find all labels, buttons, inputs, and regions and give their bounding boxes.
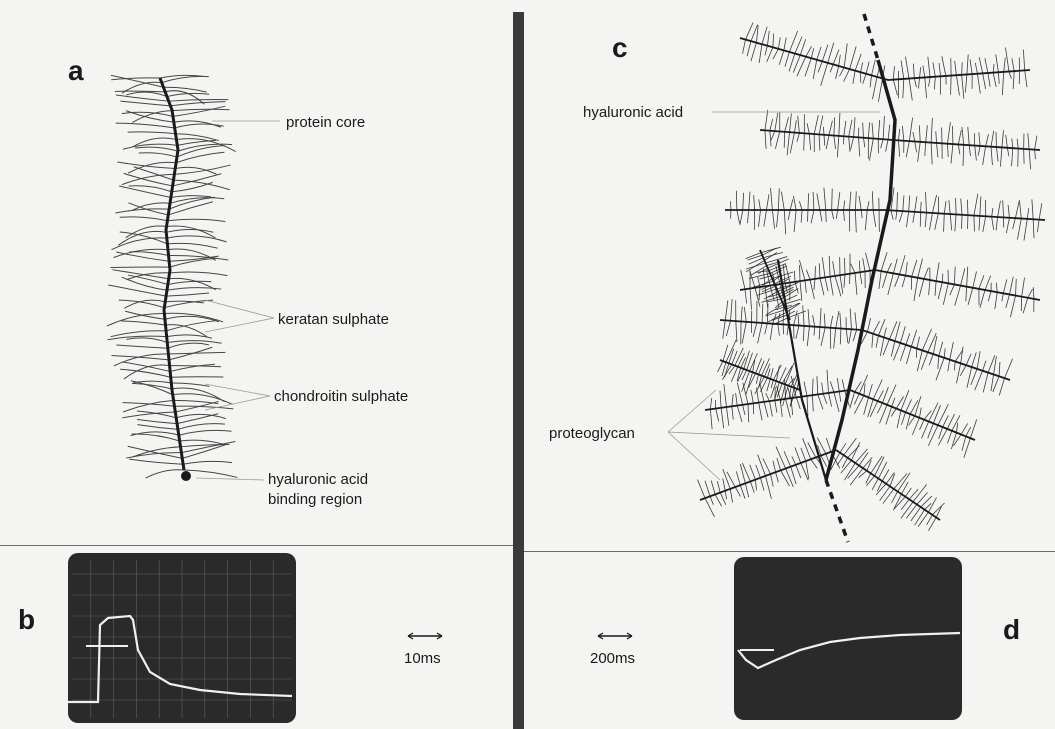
scale-bar-label-d: 200ms — [590, 650, 635, 667]
